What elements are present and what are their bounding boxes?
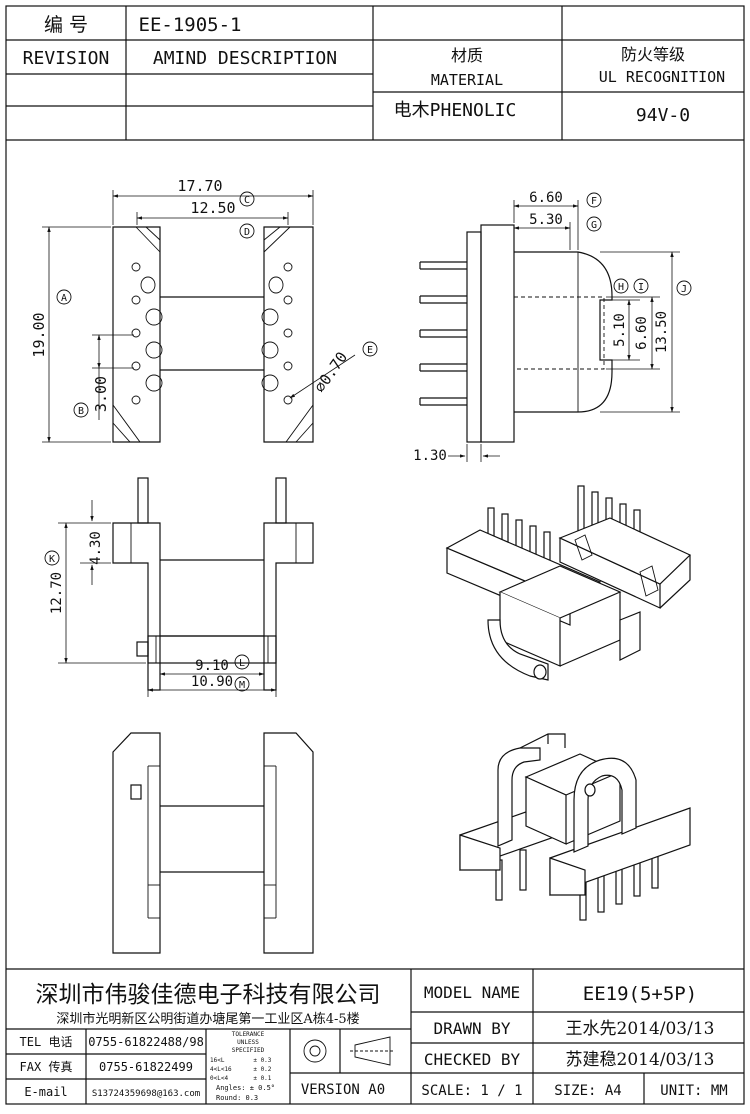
fax-label: FAX 传真 [20,1059,73,1074]
company-address: 深圳市光明新区公明街道办塘尾第一工业区A栋4-5楼 [56,1011,359,1027]
model-name-label: MODEL NAME [424,983,520,1002]
lower-front-view: 4.30 12.70 9.10 10.90 [49,477,314,697]
dim-12-70: 12.70 [49,572,65,614]
svg-text:H: H [618,282,624,293]
callout-m: M [234,676,250,692]
svg-text:E: E [367,345,373,356]
fax-value: 0755-61822499 [99,1060,193,1074]
dim-5-30: 5.30 [529,212,563,228]
tel-label: TEL 电话 [20,1035,73,1049]
material-en-label: MATERIAL [431,71,503,89]
callout-h: H [613,278,629,294]
dim-10-90: 10.90 [191,674,233,690]
callout-g: G [586,216,602,232]
checked-by-label: CHECKED BY [424,1050,521,1069]
checked-by-value: 苏建稳2014/03/13 [566,1050,715,1070]
email-value: S13724359698@163.com [92,1089,200,1099]
dim-6-60-top: 6.60 [529,190,563,206]
callout-j: J [676,280,692,296]
drawn-by-label: DRAWN BY [433,1019,510,1038]
svg-text:K: K [49,554,55,565]
email-label: E-mail [24,1085,67,1099]
model-name-value: EE19(5+5P) [583,983,697,1005]
material-value: 电木PHENOLIC [394,100,517,121]
tolerance-row-1: 16<L ± 0.3 [210,1057,272,1064]
side-view: 6.60 5.30 5.10 6.60 13.50 1.30 [413,190,680,464]
tel-value: 0755-61822488/98 [88,1035,204,1049]
callout-e: E [362,341,378,357]
dim-6-60-side: 6.60 [634,316,650,350]
dim-5-10: 5.10 [612,313,628,347]
svg-text:F: F [591,196,597,207]
ul-cn-label: 防火等级 [621,45,685,64]
callout-i: I [633,278,649,294]
svg-text:L: L [239,658,245,669]
title-block: 深圳市伟骏佳德电子科技有限公司 深圳市光明新区公明街道办塘尾第一工业区A栋4-5… [6,968,744,1104]
tolerance-row-3: 0<L<4 ± 0.1 [210,1075,272,1082]
tolerance-specified: SPECIFIED [232,1047,265,1054]
callout-b: B [73,402,89,418]
dim-4-30: 4.30 [88,531,104,565]
size-label: SIZE: A4 [554,1083,621,1099]
svg-text:B: B [78,406,84,417]
dim-3-00: 3.00 [92,376,110,412]
scale-label: SCALE: 1 / 1 [421,1083,522,1099]
dim-13-50: 13.50 [654,311,670,353]
ul-value: 94V-0 [636,105,690,126]
ul-en-label: UL RECOGNITION [599,68,725,86]
callout-f: F [586,192,602,208]
bottom-view [112,732,314,954]
front-view: 17.70 12.50 19.00 3.00 ⌀0.70 [30,177,356,443]
dim-0-70: ⌀0.70 [311,348,352,395]
tolerance-title: TOLERANCE [232,1031,265,1038]
unit-label: UNIT: MM [660,1083,727,1099]
tolerance-row-2: 4<L<16 ± 0.2 [210,1066,272,1073]
callout-a: A [56,289,72,305]
material-cn-label: 材质 [451,46,483,65]
callout-k: K [44,550,60,566]
svg-text:D: D [244,227,250,238]
dim-12-50: 12.50 [190,199,235,217]
callouts: A B C D E F G H I J K L M [44,191,692,692]
revision-label: REVISION [23,48,110,69]
dim-17-70: 17.70 [177,177,222,195]
part-number: EE-1905-1 [139,14,242,36]
isometric-bottom-view [459,733,691,921]
version-label: VERSION A0 [301,1082,385,1098]
isometric-top-view [445,485,692,681]
sheet-border [5,5,745,1105]
amend-description-label: AMIND DESCRIPTION [153,48,337,69]
header-block: 编 号 EE-1905-1 REVISION AMIND DESCRIPTION… [6,6,744,141]
tolerance-round: Round: 0.3 [216,1094,258,1102]
svg-text:C: C [244,195,250,206]
callout-d: D [239,223,255,239]
svg-text:A: A [61,293,67,304]
drawn-by-value: 王水先2014/03/13 [566,1019,715,1039]
svg-text:J: J [681,284,687,295]
svg-text:M: M [239,680,245,691]
dim-9-10: 9.10 [195,658,229,674]
projection-symbol-icon [303,1036,395,1066]
tolerance-unless: UNLESS [237,1039,259,1046]
dim-1-30: 1.30 [413,448,447,464]
svg-text:I: I [638,282,644,293]
callout-c: C [239,191,255,207]
company-name: 深圳市伟骏佳德电子科技有限公司 [36,982,381,1008]
dim-19-00: 19.00 [30,312,48,357]
callout-l: L [234,654,250,670]
svg-text:G: G [591,220,597,231]
tolerance-angles: Angles: ± 0.5° [216,1084,275,1092]
part-label: 编 号 [44,14,88,36]
